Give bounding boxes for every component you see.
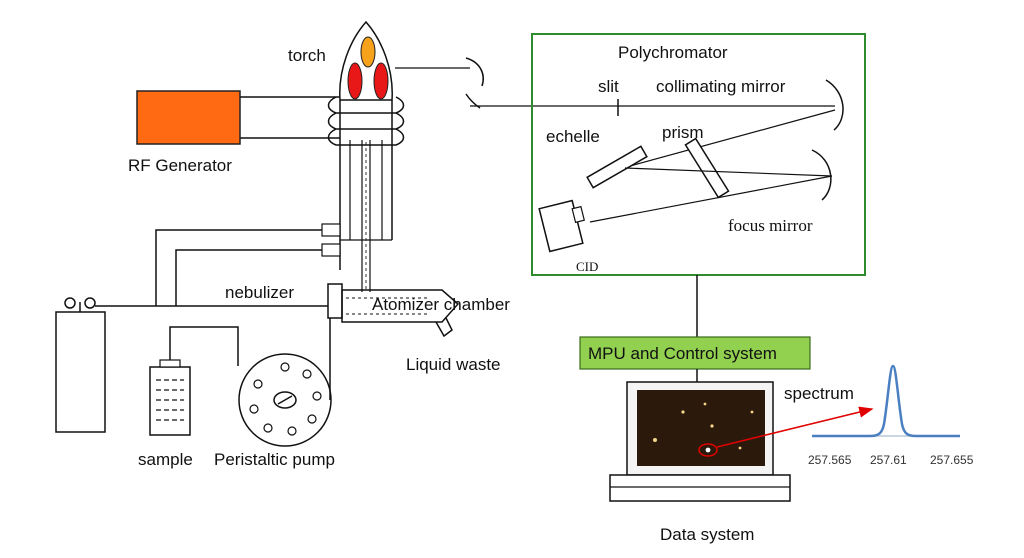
spectrum-peak xyxy=(812,364,960,438)
rf-coil xyxy=(327,96,405,146)
transfer-mirror-bottom xyxy=(465,93,481,109)
pump-rollers xyxy=(249,362,322,436)
echelle-label: echelle xyxy=(546,127,600,146)
atomizer-chamber-label: Atomizer chamber xyxy=(372,295,510,314)
prism-label: prism xyxy=(662,123,704,142)
transfer-mirror-top xyxy=(465,57,484,87)
slit-label: slit xyxy=(598,77,619,96)
sample-liquid-marks xyxy=(156,379,184,421)
nebulizer-label: nebulizer xyxy=(225,283,294,302)
pump-hub-slot xyxy=(277,395,293,405)
polychromator-box xyxy=(531,33,866,276)
screen-spots xyxy=(653,402,754,453)
flame-red-left xyxy=(347,62,363,100)
prism xyxy=(684,137,730,199)
valve-knob-left xyxy=(64,297,76,309)
echelle-grating xyxy=(586,145,648,189)
sample-vial xyxy=(149,366,191,436)
spectrum-label: spectrum xyxy=(784,384,854,403)
rf-generator-label: RF Generator xyxy=(128,156,232,175)
sample-label: sample xyxy=(138,450,193,469)
liquid-waste-label: Liquid waste xyxy=(406,355,501,374)
laptop-base xyxy=(609,474,791,502)
flame-orange xyxy=(360,36,376,68)
mpu-control-box xyxy=(579,336,811,370)
gas-line-upper xyxy=(155,229,322,306)
gas-cylinder xyxy=(55,311,106,433)
highlighted-spot-ring xyxy=(698,443,718,457)
flame-red-right xyxy=(373,62,389,100)
mpu-control-label: MPU and Control system xyxy=(588,344,777,363)
gas-inlet-lower xyxy=(321,243,341,257)
spectrum-tick-1: 257.565 xyxy=(808,453,852,467)
spray-chamber xyxy=(341,289,460,323)
spectrum-tick-2: 257.61 xyxy=(870,453,907,467)
dispersed-beam-lower xyxy=(589,175,833,223)
waste-drain xyxy=(435,317,453,338)
valve-knob-right xyxy=(84,297,96,309)
sample-vial-cap xyxy=(159,359,181,368)
cid-label: CID xyxy=(576,259,598,274)
spectrum-tick-3: 257.655 xyxy=(930,453,974,467)
cid-detector-window xyxy=(571,205,586,224)
data-system-label: Data system xyxy=(660,525,754,544)
peristaltic-pump-label: Peristaltic pump xyxy=(214,450,335,469)
spectrum-arrow xyxy=(716,406,874,448)
collimated-beam xyxy=(629,109,836,167)
sample-tube xyxy=(169,326,239,366)
collimating-mirror-label: collimating mirror xyxy=(656,77,786,96)
gas-line-lower xyxy=(175,249,322,306)
gas-inlet-upper xyxy=(321,223,341,237)
focus-mirror-label: focus mirror xyxy=(728,216,813,235)
focus-mirror xyxy=(811,149,832,201)
polychromator-label: Polychromator xyxy=(618,43,728,62)
dispersed-beam-upper xyxy=(624,167,833,177)
nebulizer-body xyxy=(327,283,343,319)
collimating-mirror xyxy=(825,79,844,131)
rf-generator-box xyxy=(136,90,241,145)
torch-label: torch xyxy=(288,46,326,65)
